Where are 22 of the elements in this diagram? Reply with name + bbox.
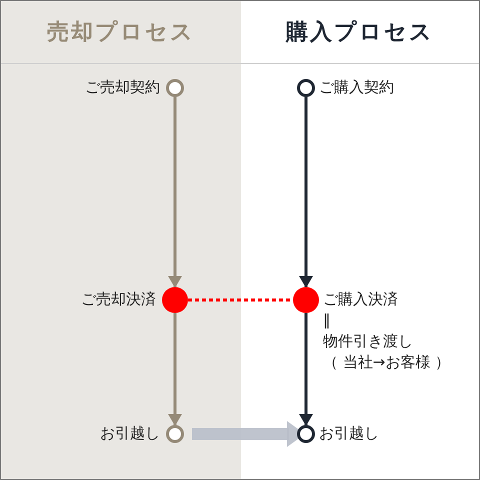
- step-circle: [166, 79, 184, 97]
- panel-heading: 売却プロセス: [47, 19, 195, 47]
- step-circle: [297, 79, 315, 97]
- step-label: ご購入決済: [323, 289, 398, 310]
- arrow: [299, 97, 313, 288]
- arrow: [299, 313, 313, 426]
- step-label: ご購入契約: [319, 77, 394, 98]
- step-circle: [166, 425, 184, 443]
- arrow: [168, 97, 182, 288]
- step-label: お引越し: [100, 423, 160, 444]
- arrow: [168, 313, 182, 426]
- step-label: 物件引き渡し: [323, 331, 413, 352]
- process-panel: [1, 1, 241, 479]
- step-label: ご売却契約: [85, 77, 160, 98]
- milestone-dot: [293, 287, 319, 313]
- step-circle: [297, 425, 315, 443]
- step-label: お引越し: [319, 423, 379, 444]
- step-label: ‖: [323, 310, 330, 331]
- milestone-dot: [162, 287, 188, 313]
- step-label: （ 当社→お客様 ）: [323, 352, 450, 373]
- step-label: ご売却決済: [81, 289, 156, 310]
- panel-heading: 購入プロセス: [286, 19, 434, 47]
